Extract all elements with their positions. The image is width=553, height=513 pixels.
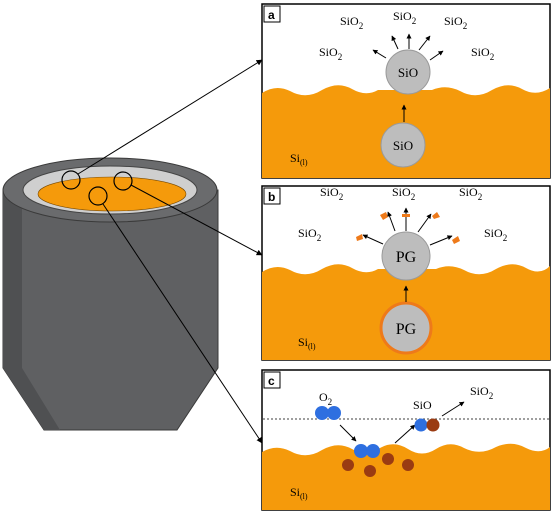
connector-a	[77, 59, 263, 175]
panel-a-sio2-2: SiO2	[393, 9, 416, 26]
panel-c: c O2 SiO SiO2 Si(l)	[261, 369, 551, 511]
panel-b-bubble-bottom	[379, 301, 433, 355]
panel-b: b PG PG SiO2 SiO2 SiO2 SiO2 SiO2 Si(l)	[261, 185, 551, 361]
panel-c-o2-label: O2	[319, 390, 332, 407]
panel-b-tag: b	[268, 190, 275, 204]
panel-c-o-atom-2	[366, 444, 380, 458]
connector-c	[102, 203, 263, 444]
panel-c-sio-label: SiO	[413, 398, 432, 412]
panel-a-sio2-4: SiO2	[319, 45, 342, 62]
panel-b-sio2-4: SiO2	[298, 226, 321, 243]
panel-a-melt-label: Si(l)	[290, 151, 308, 167]
panel-c-down-arrow	[339, 424, 357, 442]
panel-b-melt-label: Si(l)	[298, 335, 316, 351]
crucible	[2, 157, 219, 431]
panel-a-escape-arrows	[372, 33, 444, 61]
panel-a-bubble-bottom-label: SiO	[393, 138, 413, 153]
panel-b-bubble-top-label: PG	[396, 249, 417, 266]
probe-circle-b	[113, 171, 133, 191]
panel-c-c-atom-2	[364, 465, 376, 477]
panel-b-bubble-top	[381, 231, 431, 281]
panel-c-sio2-label: SiO2	[470, 384, 493, 401]
panel-c-c-atom-3	[382, 453, 394, 465]
panel-b-sio2-1: SiO2	[320, 185, 343, 202]
panel-a-bubble-top	[385, 49, 431, 95]
probe-circle-a	[61, 170, 81, 190]
panel-c-o2-atom-2	[327, 406, 341, 420]
panel-c-tag: c	[268, 374, 275, 388]
panel-a-bubble-top-label: SiO	[398, 65, 418, 80]
connector-arrows	[77, 59, 263, 444]
panel-b-sio2-5: SiO2	[484, 226, 507, 243]
panel-c-sio-c	[426, 418, 440, 432]
panel-b-pg-flakes	[356, 212, 460, 244]
panel-a-tag: a	[268, 8, 275, 22]
panel-c-c-atom-1	[342, 459, 354, 471]
panel-a-sio2-1: SiO2	[340, 14, 363, 31]
panel-a-sio2-3: SiO2	[444, 14, 467, 31]
panel-a: a SiO SiO SiO2 SiO2 SiO2 SiO2 SiO2 Si(l)	[261, 3, 551, 179]
panel-c-o2-atom-1	[315, 406, 329, 420]
connector-b	[130, 184, 263, 256]
panel-c-o-atom-1	[354, 444, 368, 458]
probe-circle-c	[88, 186, 108, 206]
panel-c-melt-label: Si(l)	[290, 485, 308, 501]
crucible-melt	[37, 176, 187, 212]
panel-c-escape-arrow	[441, 401, 465, 417]
panel-b-bubble-bottom-label: PG	[396, 321, 417, 338]
panel-b-sio2-3: SiO2	[459, 185, 482, 202]
panel-a-sio2-5: SiO2	[471, 45, 494, 62]
panel-a-bubble-bottom	[380, 122, 426, 168]
panel-c-up-arrow	[394, 424, 416, 444]
panel-c-c-atom-4	[402, 459, 414, 471]
panel-c-sio-o	[414, 418, 428, 432]
crucible-shade-left	[3, 190, 60, 430]
panel-b-escape-arrows	[362, 207, 453, 246]
panel-b-sio2-2: SiO2	[392, 185, 415, 202]
panel-c-melt	[262, 443, 550, 510]
